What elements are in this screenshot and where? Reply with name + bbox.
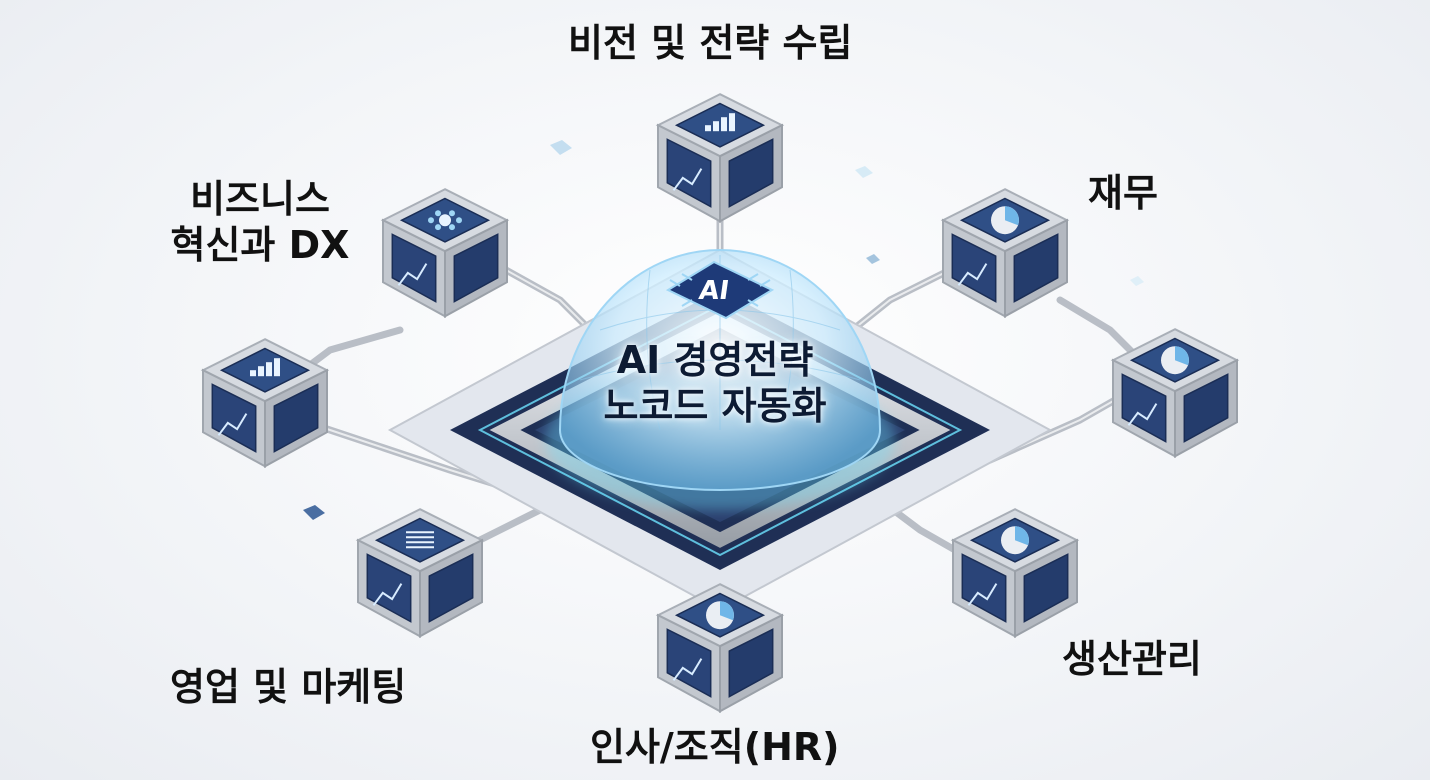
label-vision-strategy: 비전 및 전략 수립 — [568, 21, 853, 65]
bar-icon — [250, 358, 280, 377]
network-icon — [428, 210, 462, 231]
line-chart-icon — [957, 263, 988, 286]
label-innovation-line2: 혁신과 DX — [170, 223, 350, 267]
line-chart-icon — [967, 583, 998, 606]
cube-sales — [355, 508, 485, 638]
pie-icon — [1001, 526, 1029, 555]
decorative-particles — [303, 140, 1144, 520]
label-innovation-dx: 비즈니스 혁신과 DX — [160, 176, 360, 268]
pipe-finance-right — [1056, 296, 1144, 364]
line-chart-icon — [1127, 403, 1158, 426]
cube-innovation — [380, 188, 510, 318]
cube-left — [200, 338, 330, 468]
cube-vision — [655, 93, 785, 223]
line-chart-icon — [372, 583, 403, 606]
central-title-line2: 노코드 자동화 — [603, 384, 827, 428]
label-production: 생산관리 — [1062, 637, 1202, 681]
line-chart-icon — [217, 413, 248, 436]
line-chart-icon — [397, 263, 428, 286]
line-chart-icon — [672, 658, 703, 681]
ai-chip-icon — [665, 260, 775, 320]
label-innovation-line1: 비즈니스 — [190, 177, 330, 221]
bar-icon — [705, 113, 735, 132]
cube-production — [950, 508, 1080, 638]
central-title: AI 경영전략 노코드 자동화 — [585, 337, 845, 429]
central-title-line1: AI 경영전략 — [616, 338, 814, 382]
label-hr: 인사/조직(HR) — [590, 725, 840, 769]
cube-hr — [655, 583, 785, 713]
ai-chip-label: AI — [696, 276, 731, 306]
cube-finance — [940, 188, 1070, 318]
label-finance: 재무 — [1088, 171, 1158, 215]
line-chart-icon — [672, 168, 703, 191]
pie-icon — [706, 601, 734, 630]
pie-icon — [1161, 346, 1189, 375]
pie-icon — [991, 206, 1019, 235]
label-sales-marketing: 영업 및 마케팅 — [170, 665, 407, 709]
ai-dome — [545, 249, 895, 510]
list-icon — [406, 531, 434, 549]
cube-right — [1110, 328, 1240, 458]
